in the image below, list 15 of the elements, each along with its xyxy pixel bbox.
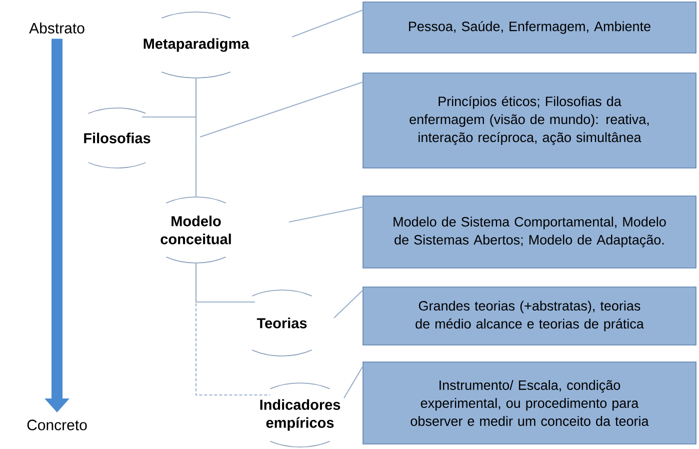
text-box: Grandes teorias (+abstratas), teorias de médio alcance e teorias de prática (362, 286, 696, 346)
leader-line (200, 81, 364, 138)
scale-label: Concreto (27, 420, 87, 430)
text-box: Princípios éticos; Filosofias da enfermagem (visão de mundo): reativa, interação recíproca, ação simultânea (362, 72, 696, 168)
leader-line (292, 9, 364, 38)
leader-line (288, 206, 364, 223)
tree-connector (195, 78, 197, 197)
scale-label: Abstrato (29, 22, 84, 34)
tree-connector (195, 263, 255, 303)
text-box: Modelo de Sistema Comportamental, Modelo de Sistemas Abertos; Modelo de Adaptação. (362, 196, 696, 268)
leader-line (334, 290, 364, 318)
text-box: Pessoa, Saúde, Enfermagem, Ambiente (362, 2, 696, 54)
leader-line (344, 366, 364, 398)
text-box: Instrumento/ Escala, condição experimental, ou procedimento para observer e medir um conceito da teoria (362, 362, 696, 444)
tree-connector (195, 263, 270, 396)
